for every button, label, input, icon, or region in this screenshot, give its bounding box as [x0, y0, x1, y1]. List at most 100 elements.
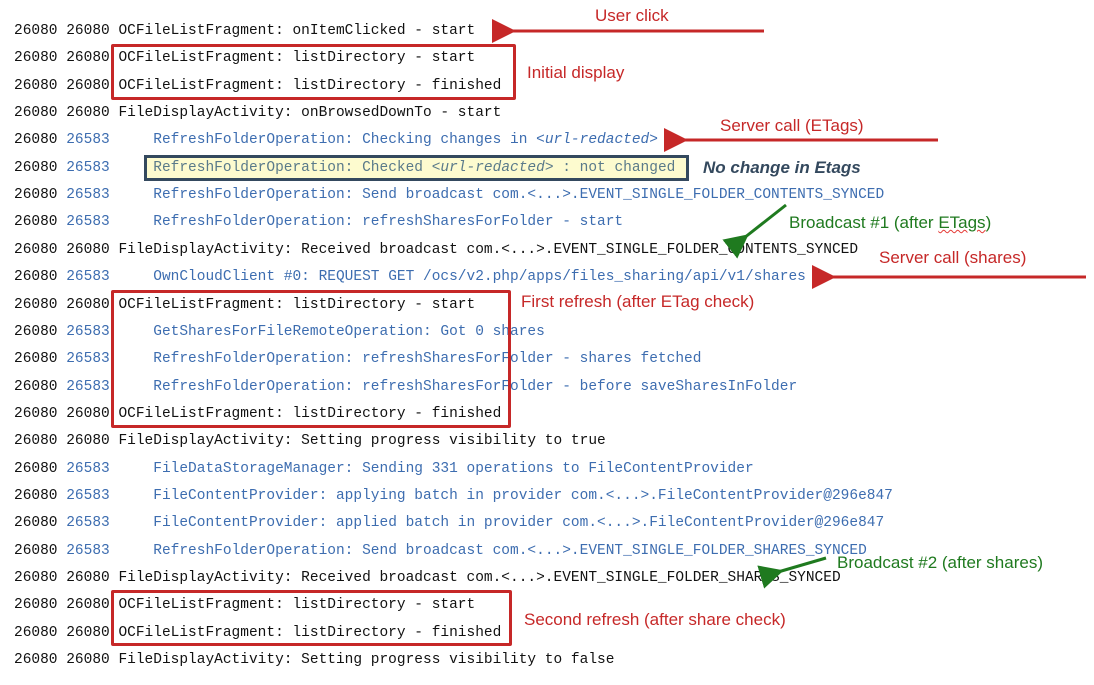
thread-id: 26583 [66, 187, 110, 204]
log-message: OCFileListFragment: listDirectory - fini… [118, 406, 501, 422]
log-line: 26080 26080 OCFileListFragment: listDire… [14, 295, 475, 315]
log-message: FileDisplayActivity: Setting progress vi… [118, 433, 605, 449]
box-initial-display [111, 44, 516, 100]
process-id: 26080 [14, 460, 58, 477]
process-id: 26080 [14, 23, 58, 39]
thread-id: 26583 [66, 269, 110, 286]
log-line: 26080 26583 RefreshFolderOperation: refr… [14, 212, 623, 232]
log-message: RefreshFolderOperation: Send broadcast c… [153, 543, 867, 559]
log-line: 26080 26583 RefreshFolderOperation: Send… [14, 541, 867, 561]
log-line: 26080 26583 FileContentProvider: applyin… [14, 486, 893, 506]
log-message: FileDataStorageManager: Sending 331 oper… [153, 461, 753, 477]
log-message-text: FileDisplayActivity: Received broadcast … [118, 241, 859, 258]
log-message: RefreshFolderOperation: refreshSharesFor… [153, 379, 797, 395]
log-message: OCFileListFragment: listDirectory - star… [118, 597, 475, 613]
thread-id: 26080 [66, 652, 110, 669]
process-id: 26080 [14, 433, 58, 450]
log-message: OCFileListFragment: listDirectory - fini… [118, 78, 501, 94]
redacted-url: <url-redacted> [536, 132, 658, 149]
thread-id: 26080 [66, 105, 110, 122]
process-id: 26080 [14, 542, 58, 559]
log-line: 26080 26583 RefreshFolderOperation: refr… [14, 377, 797, 397]
log-line: 26080 26080 OCFileListFragment: listDire… [14, 76, 501, 96]
log-line: 26080 26583 RefreshFolderOperation: Chec… [14, 158, 675, 178]
log-message-text: GetSharesForFileRemoteOperation: Got 0 s… [153, 323, 545, 340]
log-message-text: FileContentProvider: applying batch in p… [153, 487, 893, 504]
log-line: 26080 26080 FileDisplayActivity: onBrows… [14, 103, 501, 123]
log-message-text: OCFileListFragment: listDirectory - fini… [118, 405, 502, 422]
process-id: 26080 [14, 652, 58, 669]
thread-id: 26080 [66, 241, 110, 258]
log-message-text: FileDisplayActivity: Setting progress vi… [118, 433, 606, 450]
thread-id: 26080 [66, 296, 110, 313]
log-message-tail: : not changed [553, 159, 676, 176]
log-message: RefreshFolderOperation: refreshSharesFor… [153, 214, 623, 230]
thread-id: 26583 [66, 460, 110, 477]
log-message-text: RefreshFolderOperation: refreshSharesFor… [153, 351, 702, 368]
thread-id: 26583 [66, 214, 110, 231]
thread-id: 26583 [66, 351, 110, 368]
process-id: 26080 [14, 570, 58, 586]
log-message: FileDisplayActivity: Received broadcast … [118, 242, 858, 258]
process-id: 26080 [14, 241, 58, 258]
log-message-text: RefreshFolderOperation: Send broadcast c… [153, 542, 867, 559]
process-id: 26080 [14, 269, 58, 286]
note-broadcast2: Broadcast #2 (after shares) [837, 553, 1043, 572]
thread-id: 26080 [66, 50, 110, 67]
log-message-text: FileDisplayActivity: onBrowsedDownTo - s… [118, 105, 502, 122]
note-broadcast1-word: ETags [938, 213, 986, 232]
log-line: 26080 26080 OCFileListFragment: listDire… [14, 623, 501, 643]
process-id: 26080 [14, 351, 58, 368]
log-message: FileDisplayActivity: Setting progress vi… [118, 652, 614, 668]
box-second-refresh [111, 590, 512, 646]
log-line: 26080 26583 FileContentProvider: applied… [14, 513, 884, 533]
log-message-text: RefreshFolderOperation: Checking changes… [153, 132, 537, 149]
log-message: RefreshFolderOperation: refreshSharesFor… [153, 351, 701, 367]
note-second-refresh: Second refresh (after share check) [524, 610, 786, 629]
log-message: RefreshFolderOperation: Checking changes… [153, 132, 658, 148]
arrow-broadcast2 [757, 556, 827, 589]
log-message-text: FileDisplayActivity: Setting progress vi… [118, 652, 615, 669]
log-line: 26080 26583 RefreshFolderOperation: Send… [14, 185, 884, 205]
note-server-call-etags: Server call (ETags) [720, 116, 864, 135]
process-id: 26080 [14, 487, 58, 504]
process-id: 26080 [14, 50, 58, 67]
highlight-not-changed [144, 155, 689, 181]
process-id: 26080 [14, 405, 58, 422]
log-message-text: OCFileListFragment: listDirectory - fini… [118, 624, 502, 641]
note-no-change: No change in Etags [703, 158, 861, 177]
log-message: OCFileListFragment: onItemClicked - star… [118, 23, 475, 39]
log-message: RefreshFolderOperation: Send broadcast c… [153, 187, 884, 203]
process-id: 26080 [14, 515, 58, 532]
log-line: 26080 26080 OCFileListFragment: listDire… [14, 48, 475, 68]
thread-id: 26080 [66, 624, 110, 641]
log-message-text: OCFileListFragment: listDirectory - star… [118, 296, 476, 313]
log-message: OCFileListFragment: listDirectory - star… [118, 297, 475, 313]
log-message: OCFileListFragment: listDirectory - fini… [118, 625, 501, 641]
thread-id: 26080 [66, 405, 110, 422]
process-id: 26080 [14, 105, 58, 122]
log-message: RefreshFolderOperation: Checked <url-red… [153, 160, 675, 176]
process-id: 26080 [14, 323, 58, 340]
log-message: OwnCloudClient #0: REQUEST GET /ocs/v2.p… [153, 269, 806, 285]
log-line: 26080 26080 FileDisplayActivity: Setting… [14, 650, 614, 670]
thread-id: 26583 [66, 487, 110, 504]
log-message: OCFileListFragment: listDirectory - star… [118, 50, 475, 66]
thread-id: 26583 [66, 378, 110, 395]
log-message-text: FileContentProvider: applied batch in pr… [153, 515, 885, 532]
thread-id: 26583 [66, 132, 110, 149]
arrow-broadcast1 [722, 203, 787, 259]
box-first-refresh [111, 290, 511, 428]
thread-id: 26080 [66, 597, 110, 614]
log-line: 26080 26583 OwnCloudClient #0: REQUEST G… [14, 267, 806, 287]
log-message-text: RefreshFolderOperation: Send broadcast c… [153, 187, 885, 204]
note-broadcast1-post: ) [985, 213, 992, 232]
process-id: 26080 [14, 597, 58, 614]
log-message-text: FileDataStorageManager: Sending 331 oper… [153, 460, 754, 477]
redacted-url: <url-redacted> [431, 159, 554, 176]
process-id: 26080 [14, 214, 58, 231]
thread-id: 26080 [66, 433, 110, 450]
log-message: GetSharesForFileRemoteOperation: Got 0 s… [153, 324, 545, 340]
